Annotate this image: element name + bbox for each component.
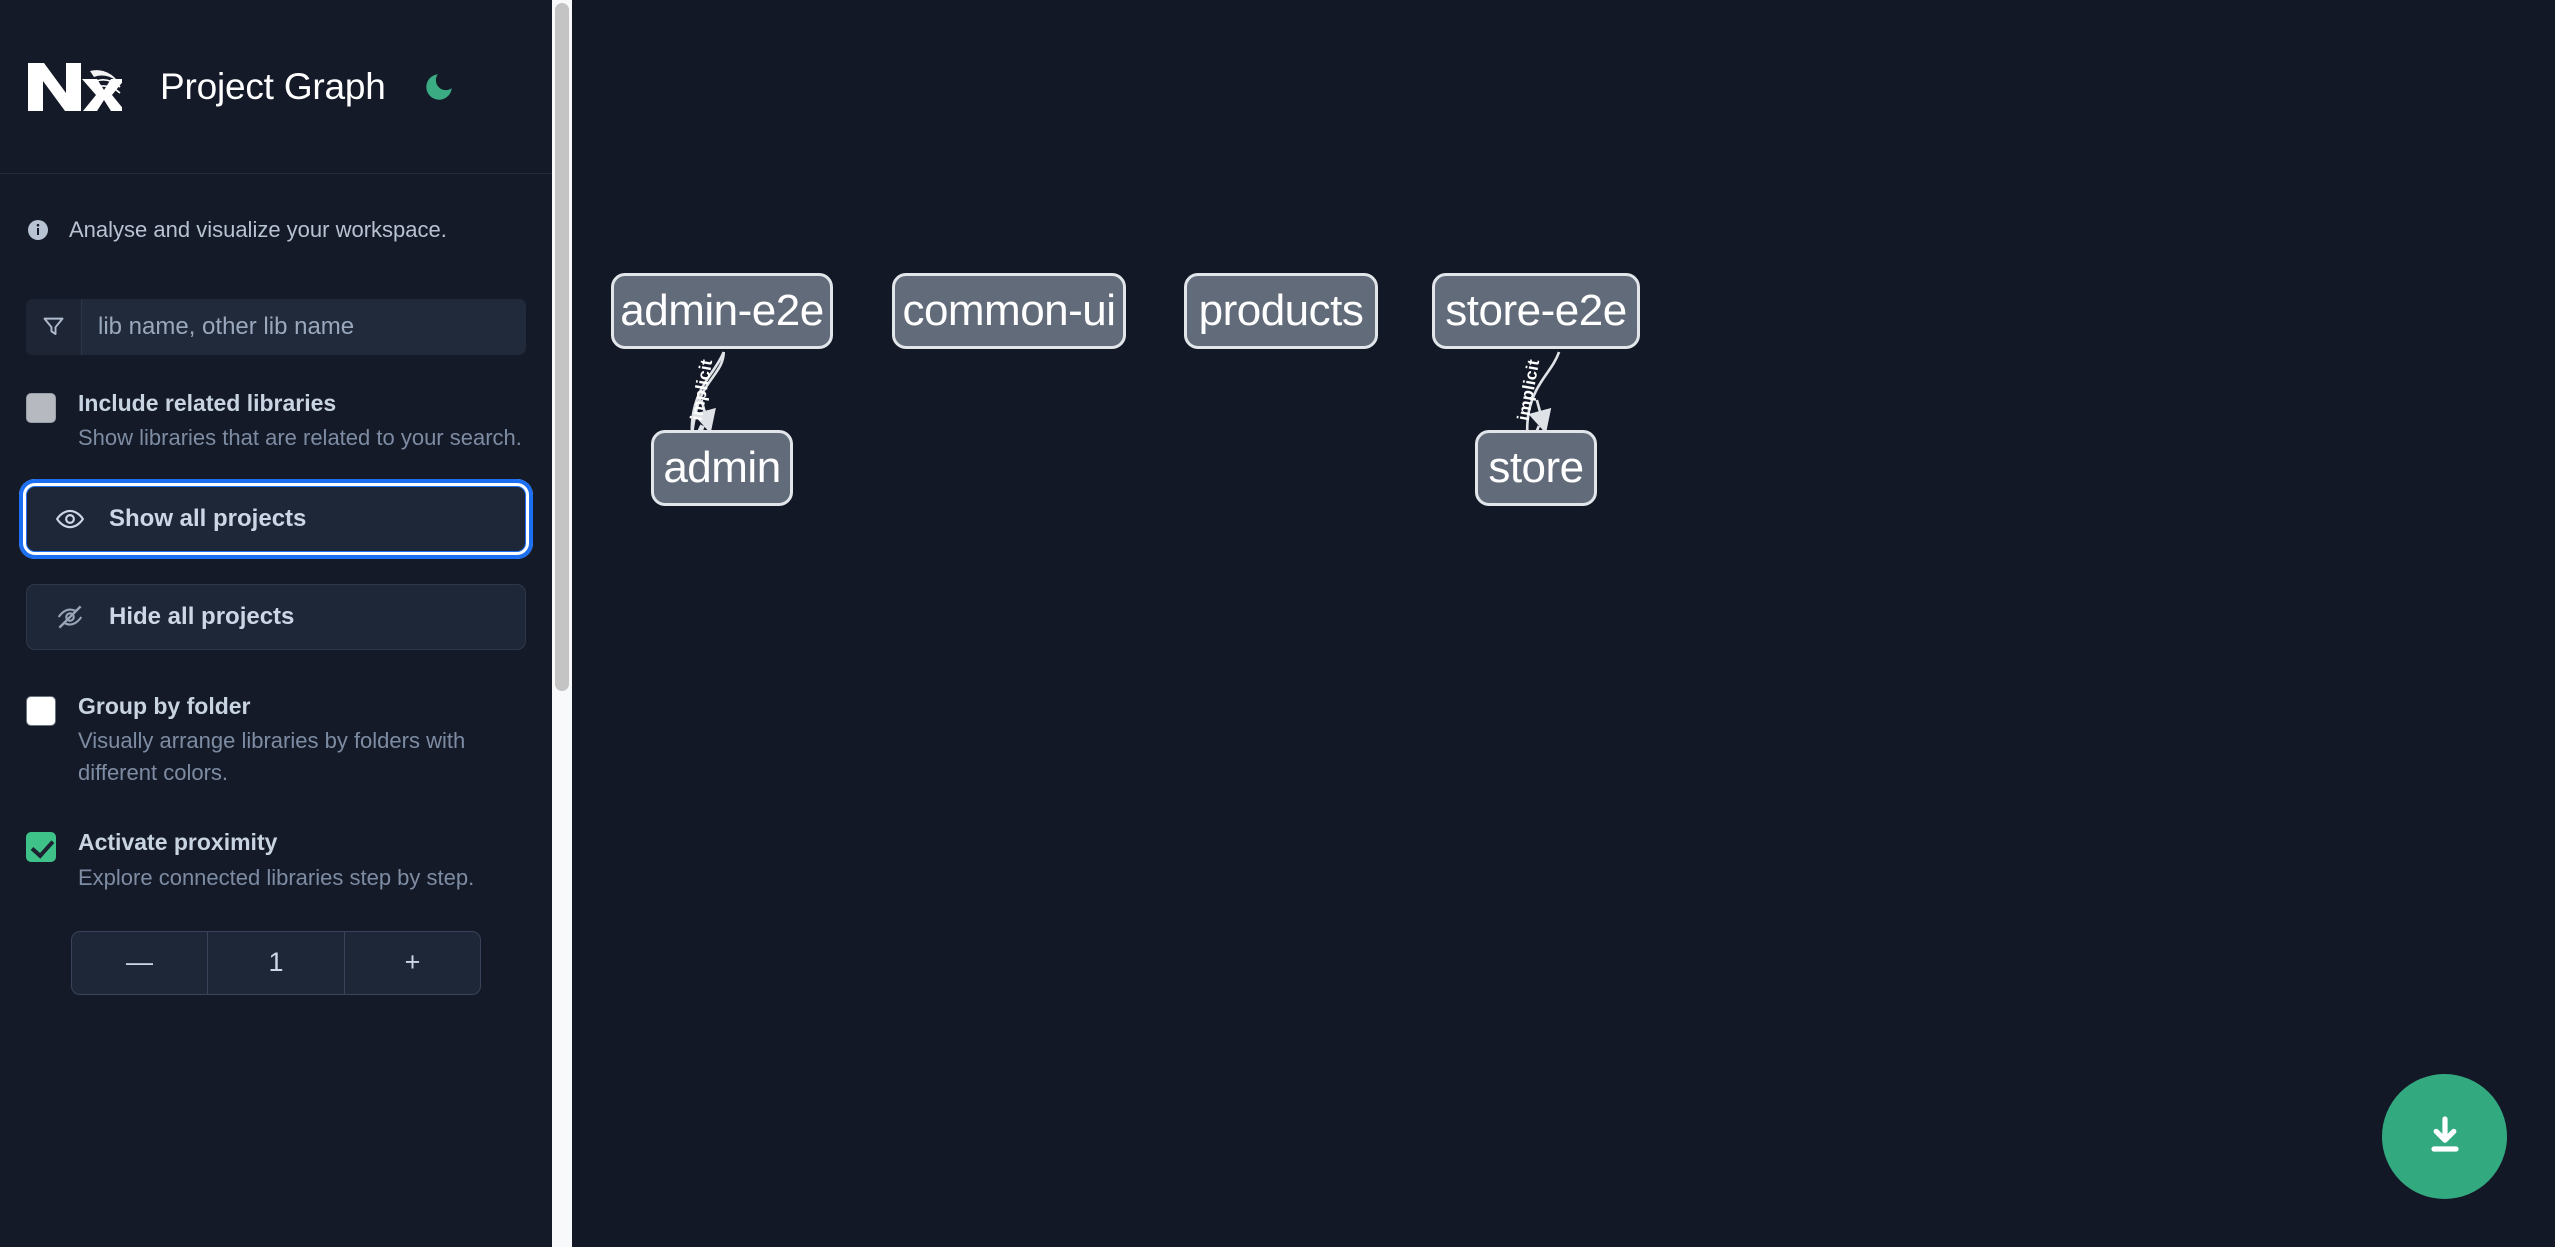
graph-node-admin-e2e[interactable]: admin-e2e	[611, 273, 833, 349]
graph-node-label: admin-e2e	[620, 286, 824, 335]
option-description: Show libraries that are related to your …	[78, 425, 522, 451]
option-description: Explore connected libraries step by step…	[78, 864, 475, 890]
hide-all-projects-label: Hide all projects	[109, 602, 295, 630]
sidebar: Project Graph Analyse and visualize your…	[0, 0, 552, 1247]
show-all-projects-label: Show all projects	[109, 504, 307, 532]
option-group-by-folder[interactable]: Group by folder Visually arrange librari…	[26, 692, 526, 788]
graph-node-label: admin	[663, 443, 781, 492]
sidebar-body: Analyse and visualize your workspace. In…	[0, 174, 552, 995]
include-related-libraries-checkbox[interactable]	[26, 392, 56, 423]
page-title: Project Graph	[160, 65, 386, 107]
download-icon	[2421, 1113, 2469, 1161]
option-texts: Group by folder Visually arrange librari…	[78, 692, 526, 788]
graph-node-store-e2e[interactable]: store-e2e	[1432, 273, 1640, 349]
moon-icon[interactable]	[416, 64, 462, 110]
graph-node-store[interactable]: store	[1475, 430, 1597, 506]
sidebar-header: Project Graph	[0, 0, 552, 174]
stepper-value: 1	[268, 947, 284, 978]
option-texts: Include related libraries Show libraries…	[78, 389, 526, 454]
sidebar-scrollbar-track[interactable]	[552, 0, 572, 1247]
graph-edges	[690, 351, 1561, 441]
proximity-stepper[interactable]: — 1 +	[71, 930, 481, 995]
graph-node-admin[interactable]: admin	[651, 430, 793, 506]
option-include-related-libraries[interactable]: Include related libraries Show libraries…	[26, 389, 526, 454]
stepper-increment-button[interactable]: +	[344, 931, 480, 994]
graph-node-label: common-ui	[902, 286, 1116, 335]
option-activate-proximity[interactable]: Activate proximity Explore connected lib…	[26, 828, 526, 893]
graph-node-label: store-e2e	[1445, 286, 1627, 335]
tagline: Analyse and visualize your workspace.	[26, 174, 526, 245]
graph-node-products[interactable]: products	[1184, 273, 1378, 349]
option-title: Include related libraries	[78, 389, 337, 416]
option-description: Visually arrange libraries by folders wi…	[78, 728, 466, 785]
group-by-folder-checkbox[interactable]	[26, 695, 56, 726]
nx-logo	[26, 55, 125, 119]
filter-bar[interactable]	[26, 298, 526, 355]
eye-off-icon	[55, 602, 85, 632]
graph-node-common-ui[interactable]: common-ui	[892, 273, 1126, 349]
stepper-decrement-button[interactable]: —	[72, 931, 208, 994]
search-input[interactable]	[82, 298, 526, 355]
graph-node-label: store	[1488, 443, 1584, 492]
sidebar-scrollbar-thumb[interactable]	[555, 3, 569, 691]
option-title: Activate proximity	[78, 828, 278, 855]
hide-all-projects-button[interactable]: Hide all projects	[26, 583, 526, 650]
option-title: Group by folder	[78, 692, 251, 719]
tagline-text: Analyse and visualize your workspace.	[69, 217, 447, 242]
option-texts: Activate proximity Explore connected lib…	[78, 828, 526, 893]
show-all-projects-button[interactable]: Show all projects	[19, 478, 533, 559]
graph-canvas[interactable]: admin-e2e admin common-ui products store…	[552, 0, 2555, 1247]
activate-proximity-checkbox[interactable]	[26, 831, 56, 862]
filter-icon	[26, 298, 82, 355]
graph-node-label: products	[1198, 286, 1364, 335]
info-icon	[26, 218, 50, 242]
eye-icon	[55, 504, 85, 534]
download-button[interactable]	[2382, 1074, 2507, 1199]
edge-store-e2e-store	[1525, 351, 1561, 441]
